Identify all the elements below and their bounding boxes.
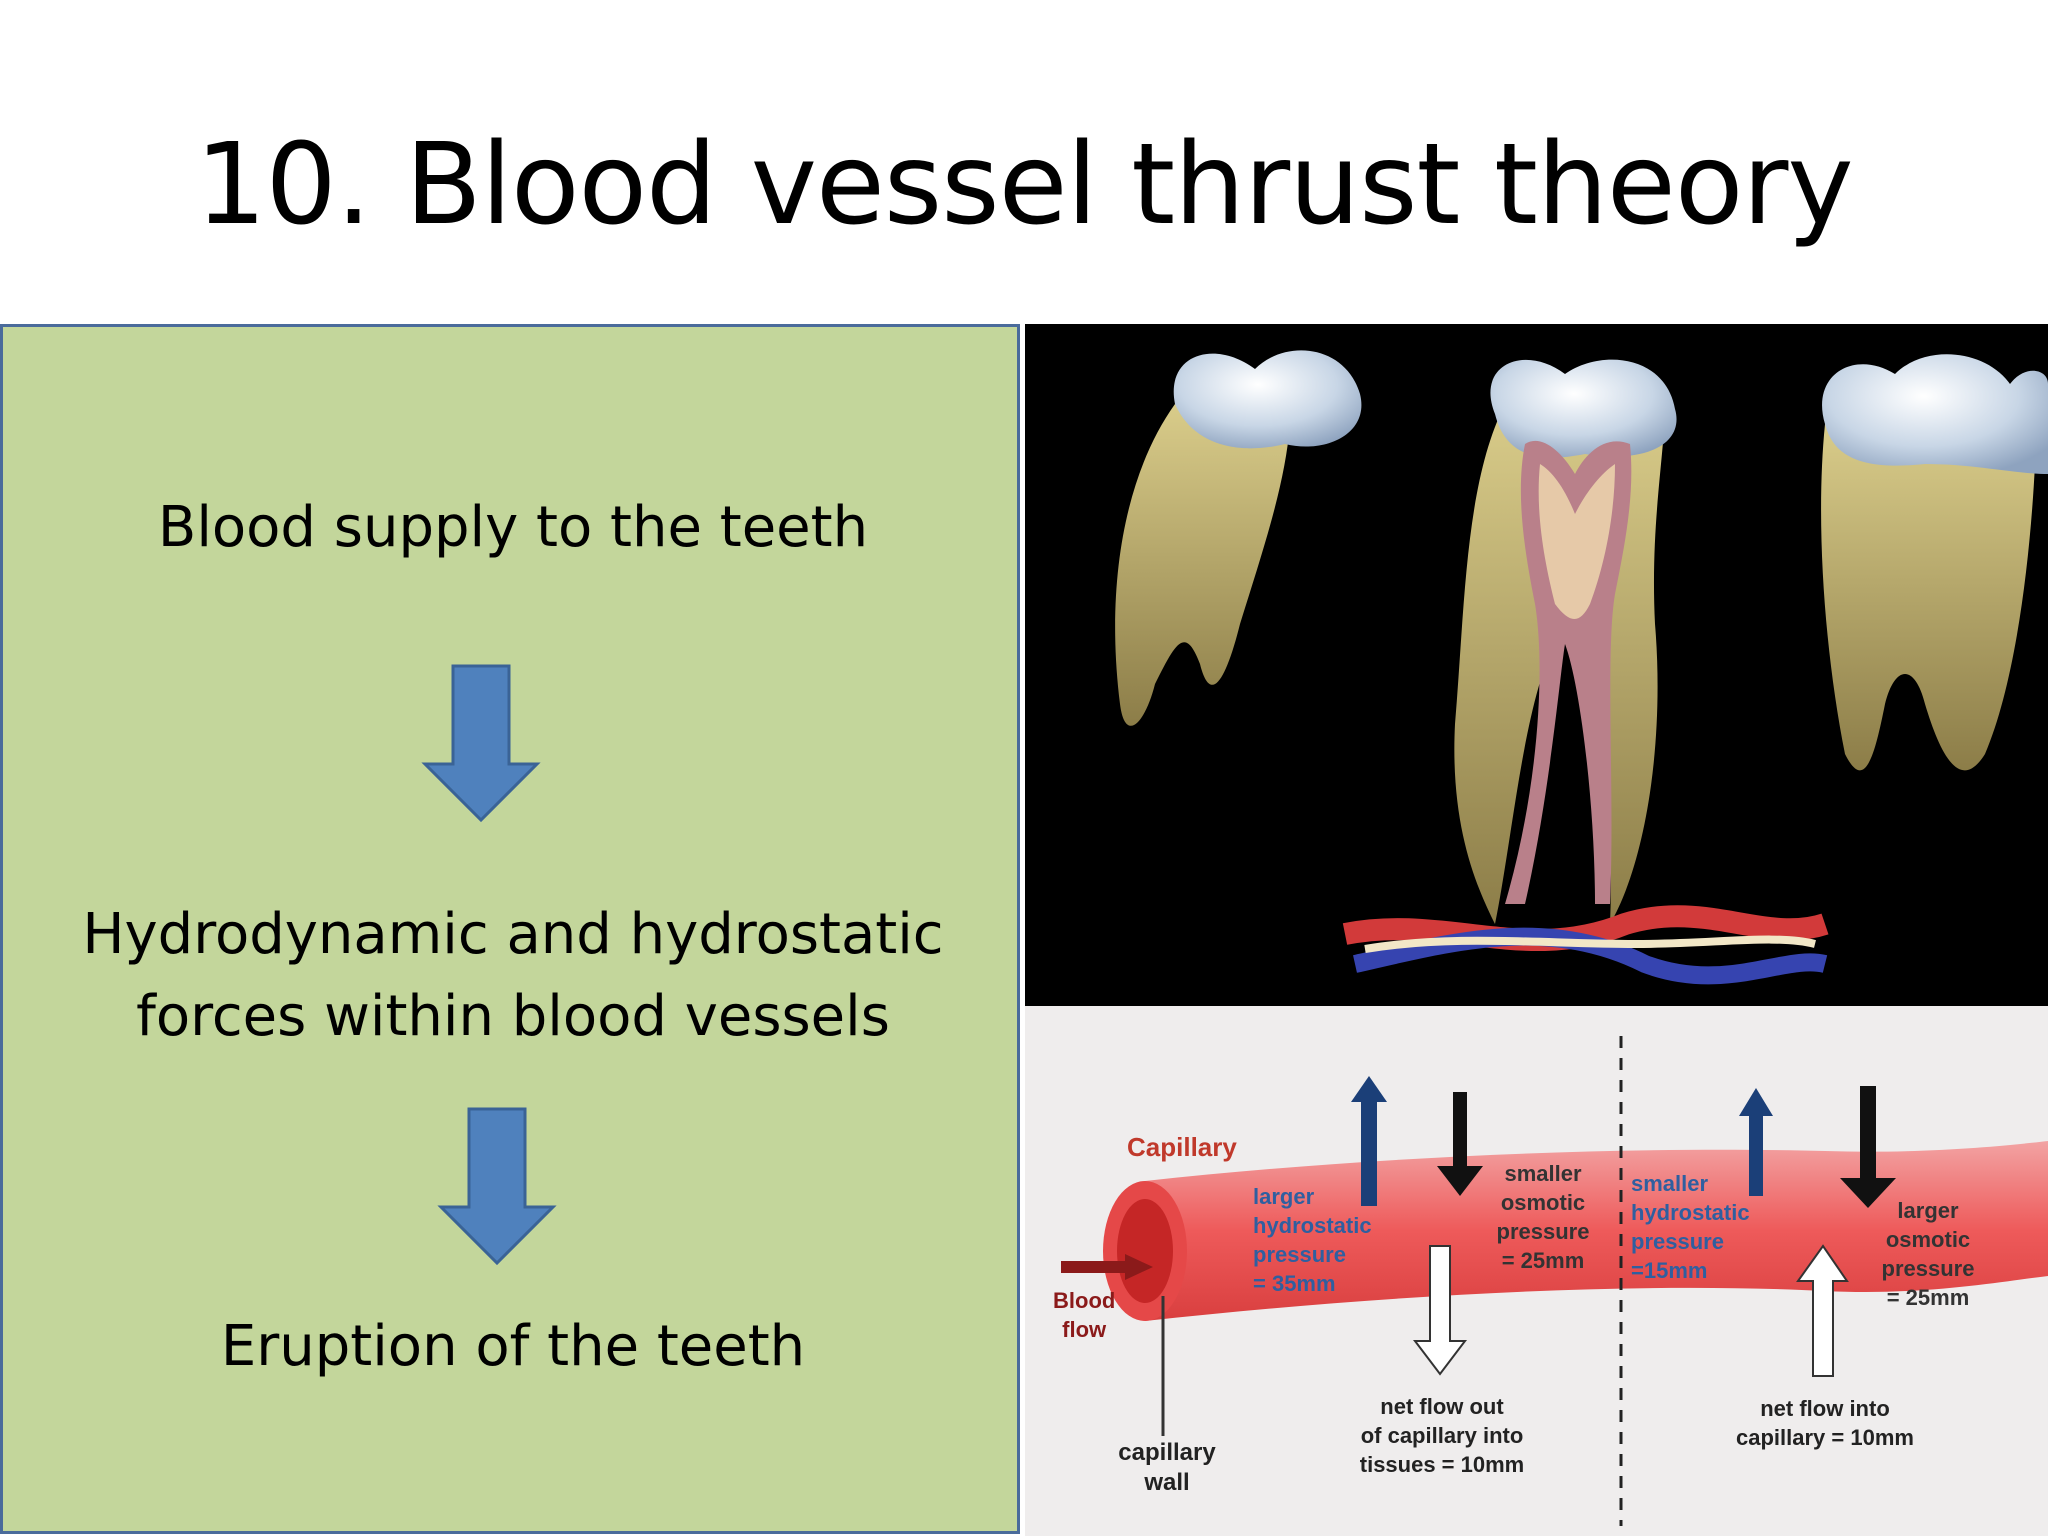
teeth-illustration (1115, 350, 2048, 985)
blood-flow-line2: flow (1062, 1317, 1107, 1342)
capillary-wall-label: capillary wall (1107, 1438, 1227, 1498)
left-hydrostatic-line4: = 35mm (1253, 1271, 1336, 1296)
left-osmotic-line1: smaller (1504, 1161, 1582, 1186)
flow-step-eruption: Eruption of the teeth (220, 1314, 806, 1379)
capillary-label: Capillary (1127, 1132, 1237, 1162)
blood-flow-label: Blood flow (1053, 1286, 1115, 1344)
flow-step-forces-line1: Hydrodynamic and hydrostatic (82, 902, 944, 967)
left-osmotic-label: smaller osmotic pressure = 25mm (1483, 1159, 1603, 1275)
left-hydrostatic-label: larger hydrostatic pressure = 35mm (1253, 1182, 1372, 1298)
blood-flow-line1: Blood (1053, 1288, 1116, 1313)
right-osmotic-line4: = 25mm (1886, 1285, 1970, 1310)
right-hydrostatic-line2: hydrostatic (1631, 1200, 1750, 1225)
down-arrow-icon (421, 664, 541, 823)
left-hydrostatic-line3: pressure (1253, 1242, 1346, 1267)
teeth-cross-section-image (1025, 324, 2048, 1006)
right-hydrostatic-label: smaller hydrostatic pressure =15mm (1631, 1169, 1750, 1285)
right-hydrostatic-line3: pressure (1631, 1229, 1724, 1254)
slide-title: 10. Blood vessel thrust theory (195, 120, 1853, 250)
net-flow-out-line2: of capillary into (1360, 1423, 1524, 1448)
net-flow-in-line2: capillary = 10mm (1736, 1425, 1914, 1450)
right-hydrostatic-line4: =15mm (1631, 1258, 1708, 1283)
net-flow-out-label: net flow out of capillary into tissues =… (1327, 1392, 1557, 1479)
down-arrow-icon (437, 1107, 557, 1266)
capillary-pressure-diagram: Capillary larger hydrostatic pressure = … (1025, 1006, 2048, 1536)
flow-step-forces: Hydrodynamic and hydrostatic forces with… (3, 894, 1023, 1058)
right-osmotic-line1: larger (1897, 1198, 1959, 1223)
left-hydrostatic-line1: larger (1253, 1184, 1315, 1209)
net-flow-in-label: net flow into capillary = 10mm (1705, 1394, 1945, 1452)
flow-panel: Blood supply to the teeth Hydrodynamic a… (0, 324, 1020, 1534)
left-hydrostatic-line2: hydrostatic (1253, 1213, 1372, 1238)
left-osmotic-line2: osmotic (1500, 1190, 1586, 1215)
capillary-wall-line1: capillary (1118, 1439, 1216, 1466)
left-osmotic-line4: = 25mm (1501, 1248, 1585, 1273)
right-osmotic-line3: pressure (1881, 1256, 1975, 1281)
net-flow-in-line1: net flow into (1760, 1396, 1890, 1421)
right-hydrostatic-line1: smaller (1631, 1171, 1709, 1196)
capillary-illustration (1061, 1036, 2048, 1526)
net-flow-out-line3: tissues = 10mm (1359, 1452, 1525, 1477)
capillary-wall-line2: wall (1144, 1469, 1190, 1496)
left-osmotic-line3: pressure (1496, 1219, 1590, 1244)
net-flow-out-line1: net flow out (1380, 1394, 1504, 1419)
right-osmotic-label: larger osmotic pressure = 25mm (1863, 1196, 1993, 1312)
flow-step-forces-line2: forces within blood vessels (136, 984, 890, 1049)
flow-step-blood-supply: Blood supply to the teeth (157, 495, 869, 560)
right-osmotic-line2: osmotic (1885, 1227, 1971, 1252)
